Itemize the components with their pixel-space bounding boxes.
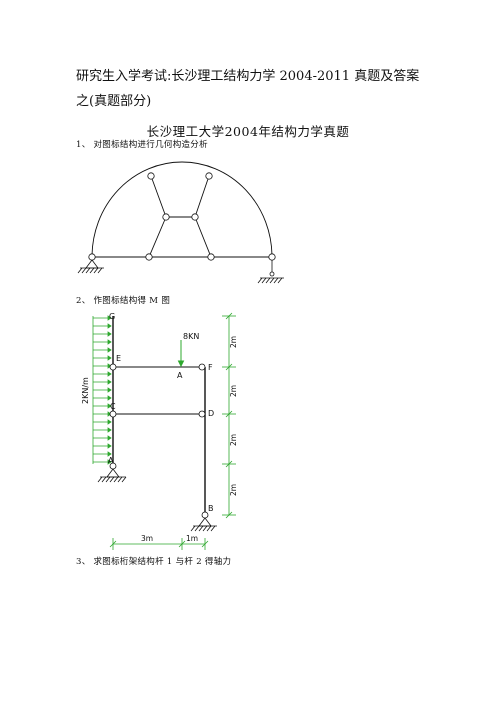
vertical-dim-label-4: 2m xyxy=(229,484,238,496)
left-diagonal xyxy=(150,175,167,218)
hinge-node xyxy=(191,213,199,221)
right-lower-member xyxy=(194,216,212,258)
question-1: 1、 对图标结构进行几何构造分析 xyxy=(76,140,208,150)
vertical-dimension xyxy=(222,312,236,519)
point-load-arrow xyxy=(177,340,185,368)
document-title: 研究生入学考试:长沙理工结构力学 2004-2011 真题及答案之(真题部分) xyxy=(76,69,420,109)
node-label-a-base: A xyxy=(108,456,114,465)
point-load-label: 8KN xyxy=(183,332,199,341)
node-label-d: D xyxy=(208,409,214,418)
horizontal-dim-label-1: 3m xyxy=(141,534,153,543)
node-label-e: E xyxy=(116,354,121,363)
left-lower-member xyxy=(148,216,167,258)
support-a xyxy=(97,468,127,483)
node-label-c: C xyxy=(110,402,116,411)
vertical-dim-label-1: 2m xyxy=(229,336,238,348)
node-label-g: G xyxy=(109,312,115,321)
hinge-f xyxy=(198,363,206,371)
node-label-a-mid: A xyxy=(177,371,183,380)
hinge-e xyxy=(109,363,117,371)
node-label-f: F xyxy=(208,363,213,372)
distributed-load-label: 2KN/m xyxy=(81,377,90,404)
support-b xyxy=(190,517,217,532)
node-label-b: B xyxy=(208,504,214,513)
right-diagonal xyxy=(194,175,210,218)
hinge-node xyxy=(147,172,155,180)
horizontal-dim-label-2: 1m xyxy=(186,534,198,543)
vertical-dim-label-3: 2m xyxy=(229,434,238,446)
right-roller-support xyxy=(257,260,284,284)
horizontal-dimension xyxy=(109,538,209,550)
left-pin-support xyxy=(77,259,104,274)
hinge-node xyxy=(145,253,153,261)
hinge-node xyxy=(205,172,213,180)
distributed-load-arrows xyxy=(92,315,112,465)
question-2: 2、 作图标结构得 M 图 xyxy=(76,296,171,306)
exam-subtitle: 长沙理工大学2004年结构力学真题 xyxy=(146,124,350,139)
arch-curve xyxy=(91,161,273,258)
hinge-c xyxy=(109,410,117,418)
hinge-node xyxy=(162,213,170,221)
vertical-dim-label-2: 2m xyxy=(229,385,238,397)
hinge-node xyxy=(207,253,215,261)
hinge-d xyxy=(198,410,206,418)
question-3: 3、 求图标桁架结构杆 1 与杆 2 得轴力 xyxy=(76,557,232,567)
